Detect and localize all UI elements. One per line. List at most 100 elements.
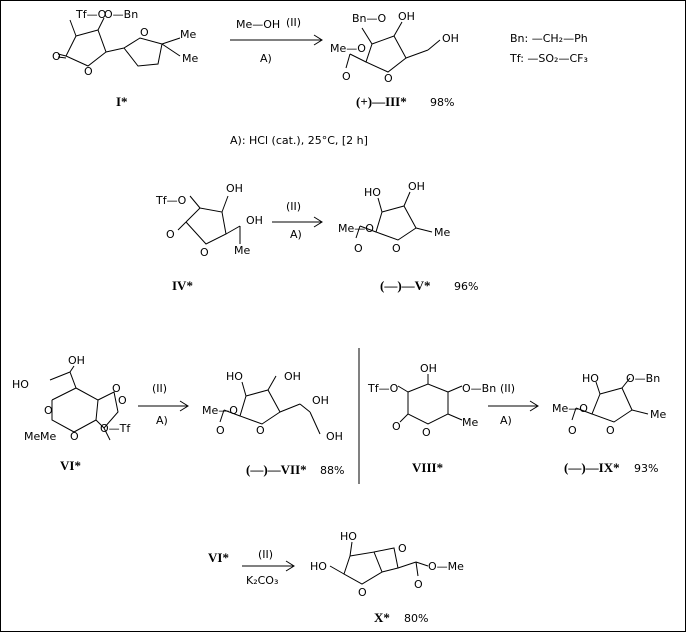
meo-label-IX: Me—O — [552, 402, 588, 415]
meo-label-VII: Me—O — [202, 404, 238, 417]
ho-label-IX: HO — [582, 372, 599, 385]
legend-tf: Tf: —SO₂—CF₃ — [509, 52, 588, 65]
me1-label-VI: Me — [24, 430, 40, 443]
tfo-label-IV: Tf—O — [155, 194, 187, 207]
conditions-A: A): HCl (cat.), 25°C, [2 h] — [230, 134, 368, 147]
compound-label-VI: VI* — [60, 458, 81, 473]
reagent-tag-r3: (II) — [152, 382, 167, 395]
carbonyl-o-V: O — [354, 242, 363, 255]
reagent-tag-r5: (II) — [258, 548, 273, 561]
reaction-5-start: VI* — [208, 550, 229, 565]
reagent-tag-r4: (II) — [500, 382, 515, 395]
base-k2co3: K₂CO₃ — [246, 574, 278, 587]
furanose-ring-VII — [239, 389, 281, 425]
product-X: HO O HO O O O—Me X* 80% — [310, 530, 464, 625]
pyranose-ring-VIII — [407, 383, 449, 425]
ring-o-I: O — [84, 65, 93, 78]
ring-o-VII: O — [256, 424, 265, 437]
carbonyl-o-I: O — [52, 50, 61, 63]
furanose-ring-V — [375, 205, 417, 241]
compound-label-X: X* — [374, 610, 390, 625]
oh1-label-IV: OH — [226, 182, 243, 195]
ring-o-V: O — [392, 242, 401, 255]
ring-o2-VI: O — [44, 404, 53, 417]
ring-o1-VI: O — [112, 382, 121, 395]
condition-ref-r2: A) — [290, 228, 302, 241]
reagent-meoh: Me—OH — [236, 18, 280, 31]
yield-X: 80% — [404, 612, 428, 625]
arrow-r5: (II) K₂CO₃ — [242, 548, 295, 587]
ring-o-III: O — [384, 72, 393, 85]
ome-label-X: O—Me — [428, 560, 464, 573]
oh2-label-IV: OH — [246, 214, 263, 227]
oh-label-V: OH — [408, 180, 425, 193]
ho-label-VII: HO — [226, 370, 243, 383]
condition-ref-r1: A) — [260, 52, 272, 65]
reactant-VIII: Tf—O OH O—Bn O O Me VIII* — [367, 362, 496, 475]
obn-label-IX: O—Bn — [626, 372, 660, 385]
carbonyl-o-IV: O — [166, 228, 175, 241]
compound-label-III: (+)—III* — [356, 94, 407, 109]
obn-label-I: O—Bn — [104, 8, 138, 21]
legend-bn: Bn: —CH₂—Ph — [510, 32, 588, 45]
legend: Bn: —CH₂—Ph Tf: —SO₂—CF₃ — [509, 32, 588, 65]
ho1-label-X: HO — [340, 530, 357, 543]
me2-label-I: Me — [182, 52, 198, 65]
carbonyl-o-VII: O — [216, 424, 225, 437]
otf-label-VI: O—Tf — [100, 422, 131, 435]
reactant-IV: Tf—O OH OH O O Me IV* — [155, 182, 263, 293]
carbonyl-o-VI: O — [118, 394, 127, 407]
me-label-V: Me — [434, 226, 450, 239]
product-IX: HO O—Bn Me—O O O Me (—)—IX* 93% — [552, 372, 666, 475]
lactone-ring-I — [65, 29, 107, 67]
reagent-tag-r2: (II) — [286, 200, 301, 213]
oh-label-VI: OH — [68, 354, 85, 367]
ho-label-V: HO — [364, 186, 381, 199]
me-label-IV: Me — [234, 244, 250, 257]
ring-o3-VI: O — [70, 430, 79, 443]
oxetane-ring-X — [373, 547, 399, 573]
me1-label-I: Me — [180, 28, 196, 41]
seven-ring-VI — [51, 387, 99, 433]
dioxolane-o1-I: O — [140, 26, 149, 39]
ring-o-IV: O — [200, 246, 209, 259]
oh2-label-III: OH — [442, 32, 459, 45]
me-label-VIII: Me — [462, 416, 478, 429]
compound-label-V: (—)—V* — [380, 278, 431, 293]
oh-label-VIII: OH — [420, 362, 437, 375]
furanose-ring-IX — [591, 387, 633, 423]
ring-o-VIII: O — [422, 426, 431, 439]
yield-V: 96% — [454, 280, 478, 293]
bno-label-III: Bn—O — [352, 12, 387, 25]
arrow-r4: (II) A) — [488, 382, 539, 427]
carbonyl-o-III: O — [342, 70, 351, 83]
carbonyl-o-IX: O — [568, 424, 577, 437]
dioxolane-ring-I — [123, 37, 163, 67]
ring-o-X: O — [358, 586, 367, 599]
reagent-tag-r1: (II) — [286, 16, 301, 29]
compound-label-I: I* — [116, 94, 128, 109]
furan-ring-X — [343, 551, 383, 585]
oh1-label-III: OH — [398, 10, 415, 23]
lactone-ring-VI — [95, 391, 119, 429]
compound-label-VI-r5: VI* — [208, 550, 229, 565]
arrow-r2: (II) A) — [272, 200, 323, 241]
product-V: HO OH Me—O O O Me (—)—V* 96% — [338, 180, 478, 293]
oh1-label-VII: OH — [284, 370, 301, 383]
yield-IX: 93% — [634, 462, 658, 475]
carbonyl-bond-I — [57, 53, 67, 57]
me-label-IX: Me — [650, 408, 666, 421]
oh3-label-VII: OH — [326, 430, 343, 443]
carbonyl-o-X: O — [414, 578, 423, 591]
compound-label-VIII: VIII* — [412, 460, 443, 475]
compound-label-IX: (—)—IX* — [564, 460, 620, 475]
carbonyl-o-VIII: O — [392, 420, 401, 433]
furanose-ring-III — [365, 35, 407, 73]
arrow-r3: (II) A) — [138, 382, 189, 427]
compound-label-IV: IV* — [172, 278, 193, 293]
oxetane-o-X: O — [398, 542, 407, 555]
lactone-ring-IV — [185, 207, 227, 245]
yield-VII: 88% — [320, 464, 344, 477]
